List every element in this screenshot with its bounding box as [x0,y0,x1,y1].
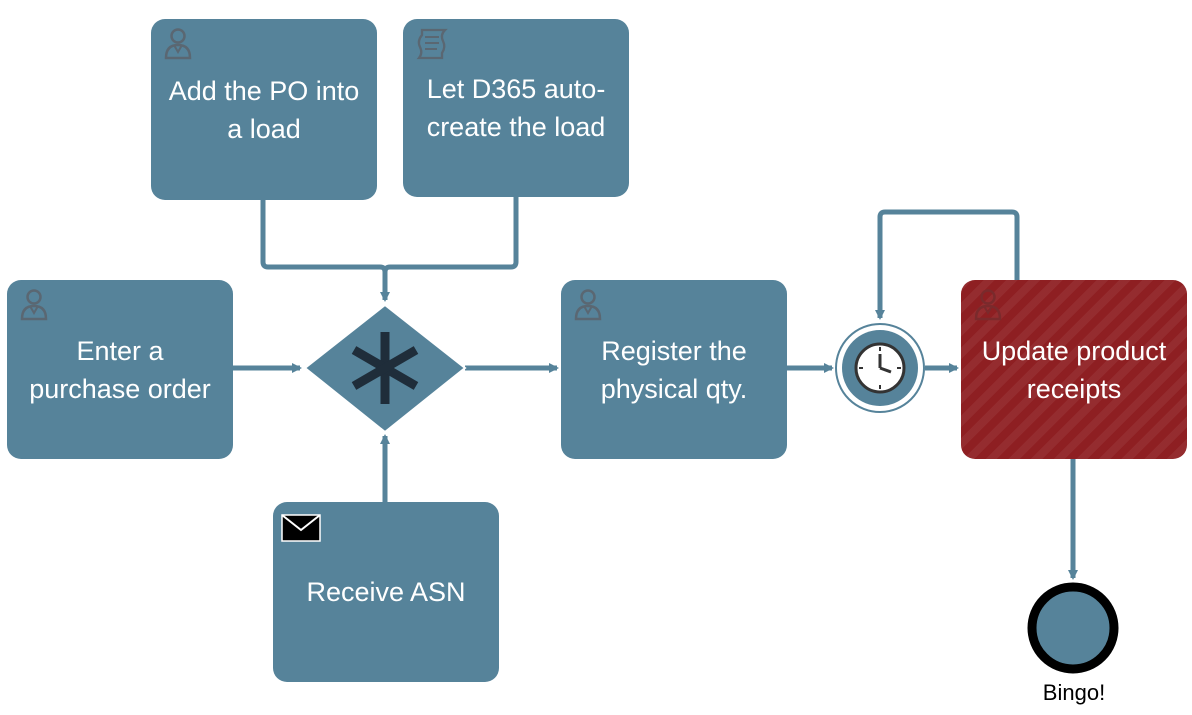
asterisk-icon [351,332,419,404]
end-event-label: Bingo! [1042,680,1106,705]
envelope-icon [281,514,321,552]
task-label: Register the physical qty. [600,335,748,404]
flow-auto-create-to-gateway [382,197,519,273]
task-label: Receive ASN [306,577,466,607]
task-receive-asn[interactable]: Receive ASN [273,502,499,682]
user-icon [573,288,603,332]
timer-event[interactable] [835,323,925,413]
flow-add-po-to-gateway [260,200,390,302]
task-enter-purchase-order[interactable]: Enter a purchase order [7,280,233,459]
task-label: Update product receipts [981,335,1167,404]
task-label: Let D365 auto- create the load [426,74,606,142]
user-icon [973,288,1003,332]
user-icon [19,288,49,332]
task-label: Enter a purchase order [29,335,211,404]
complex-gateway[interactable] [303,303,467,434]
task-add-po-into-load[interactable]: Add the PO into a load [151,19,377,200]
task-auto-create-load[interactable]: Let D365 auto- create the load [403,19,629,197]
clock-icon [854,342,906,394]
end-event[interactable] [1027,582,1119,674]
task-update-product-receipts[interactable]: Update product receipts [961,280,1187,459]
task-label: Add the PO into a load [168,75,360,144]
task-register-physical-qty[interactable]: Register the physical qty. [561,280,787,459]
user-icon [163,27,193,71]
flow-update-loop-to-timer [875,209,1020,320]
script-icon [415,27,449,71]
